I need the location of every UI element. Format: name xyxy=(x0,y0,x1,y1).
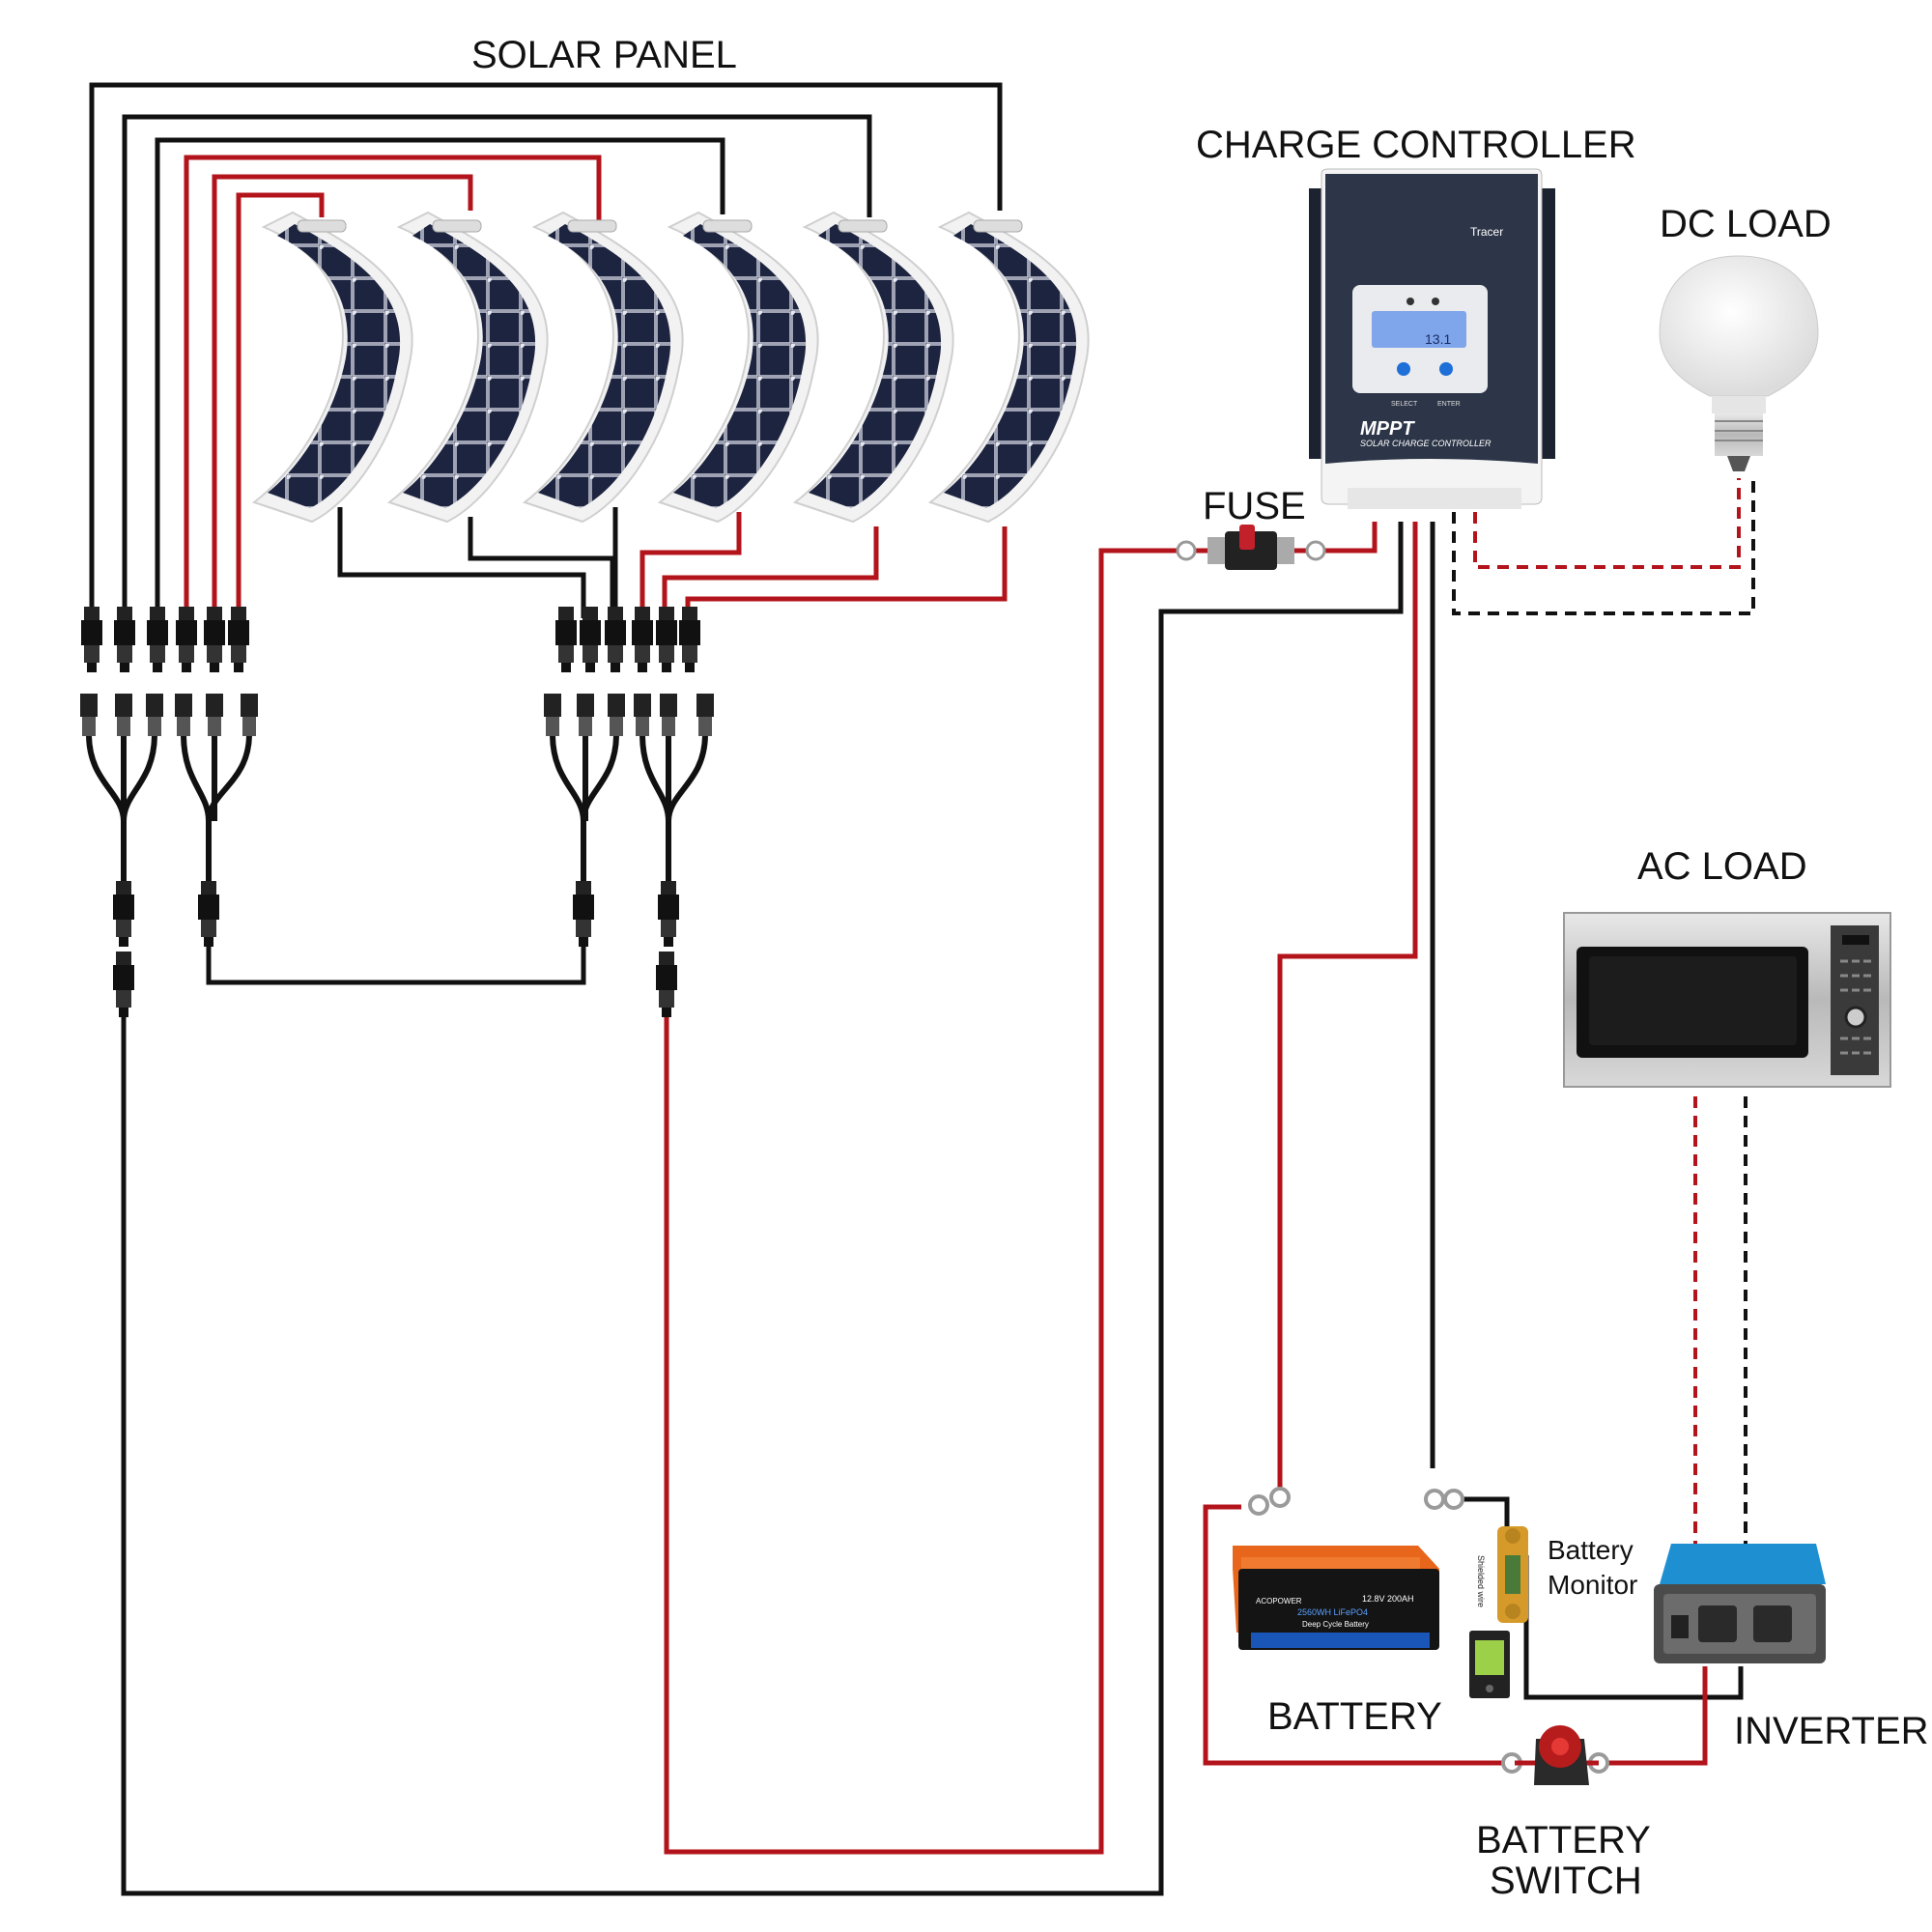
ac-load-wiring xyxy=(1693,1096,1747,1546)
battery-monitor: Shielded wire xyxy=(1469,1526,1528,1698)
solar-panel xyxy=(522,211,684,524)
controller-lcd-value: 13.1 xyxy=(1425,331,1451,347)
solar-panel xyxy=(927,211,1090,524)
fuse-label: FUSE xyxy=(1203,485,1306,527)
battery-switch-label-line1: BATTERY xyxy=(1476,1819,1651,1861)
battery-monitor-label-line1: Battery xyxy=(1548,1535,1634,1565)
array-wiring xyxy=(89,82,1744,1896)
battery-spec: 12.8V 200AH xyxy=(1362,1594,1414,1604)
ac-load-label: AC LOAD xyxy=(1637,845,1807,888)
controller-mppt: MPPT xyxy=(1360,418,1415,440)
enter-label: ENTER xyxy=(1437,401,1461,408)
fuse xyxy=(1176,525,1326,570)
inverter xyxy=(1654,1544,1826,1663)
mc4-connectors-left xyxy=(81,607,249,672)
enter-button[interactable] xyxy=(1439,362,1453,376)
shielded-wire-label: Shielded wire xyxy=(1476,1555,1486,1607)
select-label: SELECT xyxy=(1391,401,1418,408)
dc-load-label: DC LOAD xyxy=(1660,203,1832,245)
battery-terminals xyxy=(1248,1487,1609,1774)
solar-panel xyxy=(386,211,549,524)
controller-subtitle: SOLAR CHARGE CONTROLLER xyxy=(1360,439,1492,448)
solar-panel xyxy=(251,211,413,524)
charge-controller-label: CHARGE CONTROLLER xyxy=(1196,124,1636,166)
mc4-connectors-center xyxy=(555,607,700,672)
controller-brand: Tracer xyxy=(1470,225,1503,239)
solar-panel xyxy=(792,211,954,524)
battery-type: Deep Cycle Battery xyxy=(1302,1620,1369,1629)
solar-panel xyxy=(657,211,819,524)
microwave-icon xyxy=(1563,912,1891,1088)
controller-lcd xyxy=(1372,311,1466,348)
battery-switch xyxy=(1515,1725,1599,1785)
battery-monitor-label-line2: Monitor xyxy=(1548,1570,1637,1600)
y-branch-connectors xyxy=(86,733,708,884)
charge-controller: Tracer 13.1 SELECT ENTER MPPT SOLAR CHAR… xyxy=(1309,168,1555,509)
battery-model: 2560WH LiFePO4 xyxy=(1297,1607,1368,1617)
select-button[interactable] xyxy=(1397,362,1410,376)
battery-brand: ACOPOWER xyxy=(1256,1597,1302,1605)
solar-panel-label: SOLAR PANEL xyxy=(471,34,737,76)
battery-switch-label-line2: SWITCH xyxy=(1490,1860,1642,1902)
solar-panel-array xyxy=(251,211,1090,524)
dc-load-wiring xyxy=(1452,478,1755,615)
battery-label: BATTERY xyxy=(1267,1695,1442,1738)
battery: ACOPOWER 12.8V 200AH 2560WH LiFePO4 Deep… xyxy=(1233,1546,1439,1650)
light-bulb-icon xyxy=(1659,255,1819,471)
inverter-label: INVERTER xyxy=(1734,1710,1929,1752)
